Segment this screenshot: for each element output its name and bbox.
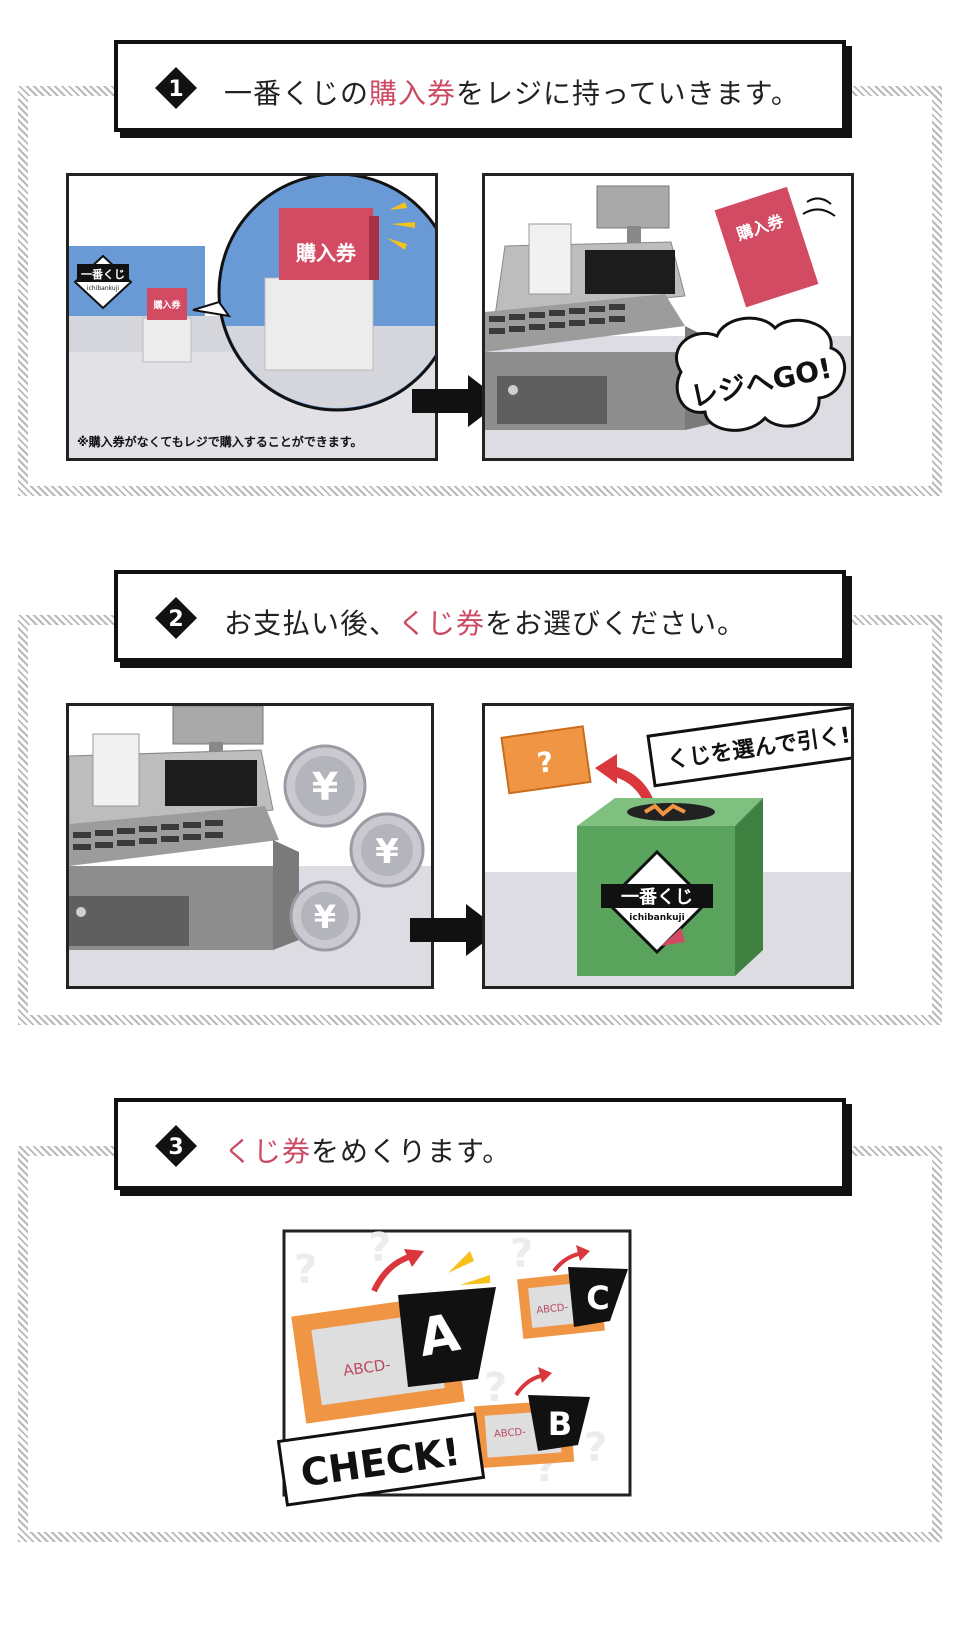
lottery-box-illustration: ? くじを選んで引く! 一番くじ ichibankuji <box>485 706 851 986</box>
step-title: お支払い後、くじ券をお選びください。 <box>224 602 746 642</box>
svg-text:?: ? <box>484 1365 507 1411</box>
step-2-title-box: 2 お支払い後、くじ券をお選びください。 <box>114 570 846 662</box>
logo-subtext: ichibankuji <box>629 913 684 923</box>
store-counter-illustration: 一番くじ ichibankuji 購入券 購入券 <box>69 176 435 458</box>
step-title: くじ券をめくります。 <box>224 1130 511 1170</box>
step-3-title-box: 3 くじ券をめくります。 <box>114 1098 846 1190</box>
card-c: ABCD- C <box>517 1245 628 1340</box>
title-text-before: 一番くじの <box>224 77 370 110</box>
sparkle-icon <box>387 202 415 250</box>
speech-bubble: レジへGO! <box>675 316 847 432</box>
svg-text:?: ? <box>368 1225 391 1271</box>
check-label: CHECK! <box>276 1412 486 1507</box>
card-b: ABCD- B <box>474 1367 590 1469</box>
step-number: 2 <box>168 607 183 632</box>
step-number: 3 <box>168 1135 183 1160</box>
card-a: ABCD- A <box>291 1249 496 1424</box>
purchase-note: ※購入券がなくてもレジで購入することができます。 <box>77 434 363 449</box>
ticket-large-label: 購入券 <box>296 241 357 265</box>
step-number-badge: 2 <box>155 597 197 639</box>
coin-symbol: ¥ <box>314 898 336 936</box>
card-letter-b: B <box>548 1405 572 1443</box>
ticket-small-label: 購入券 <box>152 299 181 311</box>
step-number-badge: 3 <box>155 1125 197 1167</box>
cash-register-illustration: 購入券 レジへGO! <box>485 176 851 458</box>
yen-coin-icon: ¥ <box>283 744 367 828</box>
logo-text: 一番くじ <box>621 887 693 908</box>
step-3-panel: ???????? ABCD- A ABCD- C <box>276 1225 632 1507</box>
card-code: ABCD- <box>536 1302 569 1316</box>
card-reveal-illustration: ???????? ABCD- A ABCD- C <box>276 1225 632 1507</box>
svg-text:?: ? <box>294 1247 317 1293</box>
step-2-panel-right: ? くじを選んで引く! 一番くじ ichibankuji <box>482 703 854 989</box>
title-text-highlight: くじ券 <box>224 1135 312 1168</box>
yen-coin-icon: ¥ <box>289 880 361 952</box>
step-number-badge: 1 <box>155 67 197 109</box>
title-text-after: をレジに持っていきます。 <box>456 77 800 110</box>
ichibankuji-logo: 一番くじ ichibankuji <box>73 254 133 310</box>
coin-symbol: ¥ <box>375 832 399 872</box>
logo-text: 一番くじ <box>81 267 125 281</box>
right-arrow-icon <box>412 375 502 427</box>
step-number: 1 <box>168 77 183 102</box>
right-arrow-icon <box>410 904 500 956</box>
step-2-panel-left: ¥ ¥ ¥ <box>66 703 434 989</box>
card-code: ABCD- <box>494 1427 527 1440</box>
step-1-title-box: 1 一番くじの購入券をレジに持っていきます。 <box>114 40 846 132</box>
card-question-mark: ? <box>535 745 556 780</box>
coin-symbol: ¥ <box>312 765 338 809</box>
title-text-before: お支払い後、 <box>224 607 399 640</box>
card-letter-c: C <box>586 1279 609 1317</box>
payment-illustration: ¥ ¥ ¥ <box>69 706 431 986</box>
title-text-after: をめくります。 <box>311 1135 512 1168</box>
lottery-box: 一番くじ ichibankuji <box>577 798 763 976</box>
step-1-panel-right: 購入券 レジへGO! <box>482 173 854 461</box>
lottery-ticket-card: ? <box>500 725 592 795</box>
logo-subtext: ichibankuji <box>87 285 119 292</box>
step-1-panel-left: 一番くじ ichibankuji 購入券 購入券 <box>66 173 438 461</box>
title-text-highlight: くじ券 <box>398 607 486 640</box>
yen-coin-icon: ¥ <box>349 812 425 888</box>
step-title: 一番くじの購入券をレジに持っていきます。 <box>224 72 800 112</box>
svg-text:?: ? <box>584 1425 607 1471</box>
svg-text:?: ? <box>510 1231 533 1277</box>
title-text-after: をお選びください。 <box>485 607 747 640</box>
title-text-highlight: 購入券 <box>369 77 457 110</box>
purchase-ticket: 購入券 <box>714 186 819 308</box>
